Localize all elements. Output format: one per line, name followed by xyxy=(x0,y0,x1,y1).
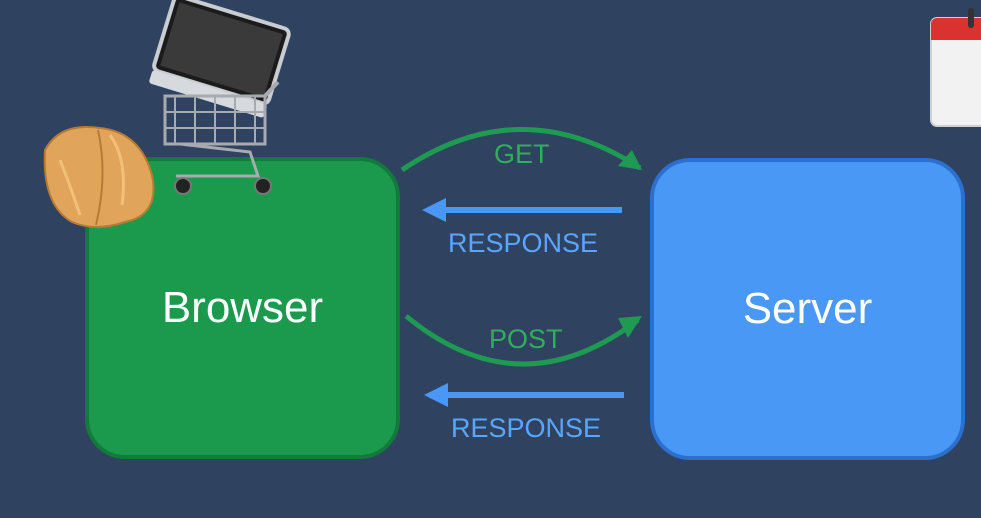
server-label: Server xyxy=(742,284,873,333)
response-label-1: RESPONSE xyxy=(448,228,599,258)
get-arrow xyxy=(400,127,642,173)
post-label: POST xyxy=(489,324,563,354)
post-arrowhead xyxy=(618,316,642,338)
post-arrow xyxy=(404,314,640,367)
fortune-cookie-icon xyxy=(43,126,155,228)
browser-label: Browser xyxy=(161,283,324,332)
response-arrowhead-2 xyxy=(424,383,448,407)
server-node: Server xyxy=(650,158,965,460)
get-label: GET xyxy=(494,139,550,169)
calendar-icon xyxy=(930,8,981,127)
response-label-2: RESPONSE xyxy=(451,413,602,443)
get-arrowhead xyxy=(618,150,642,170)
response-arrowhead-1 xyxy=(422,198,446,222)
browser-node: Browser xyxy=(85,157,400,459)
computer-in-shopping-cart-icon xyxy=(149,0,291,195)
